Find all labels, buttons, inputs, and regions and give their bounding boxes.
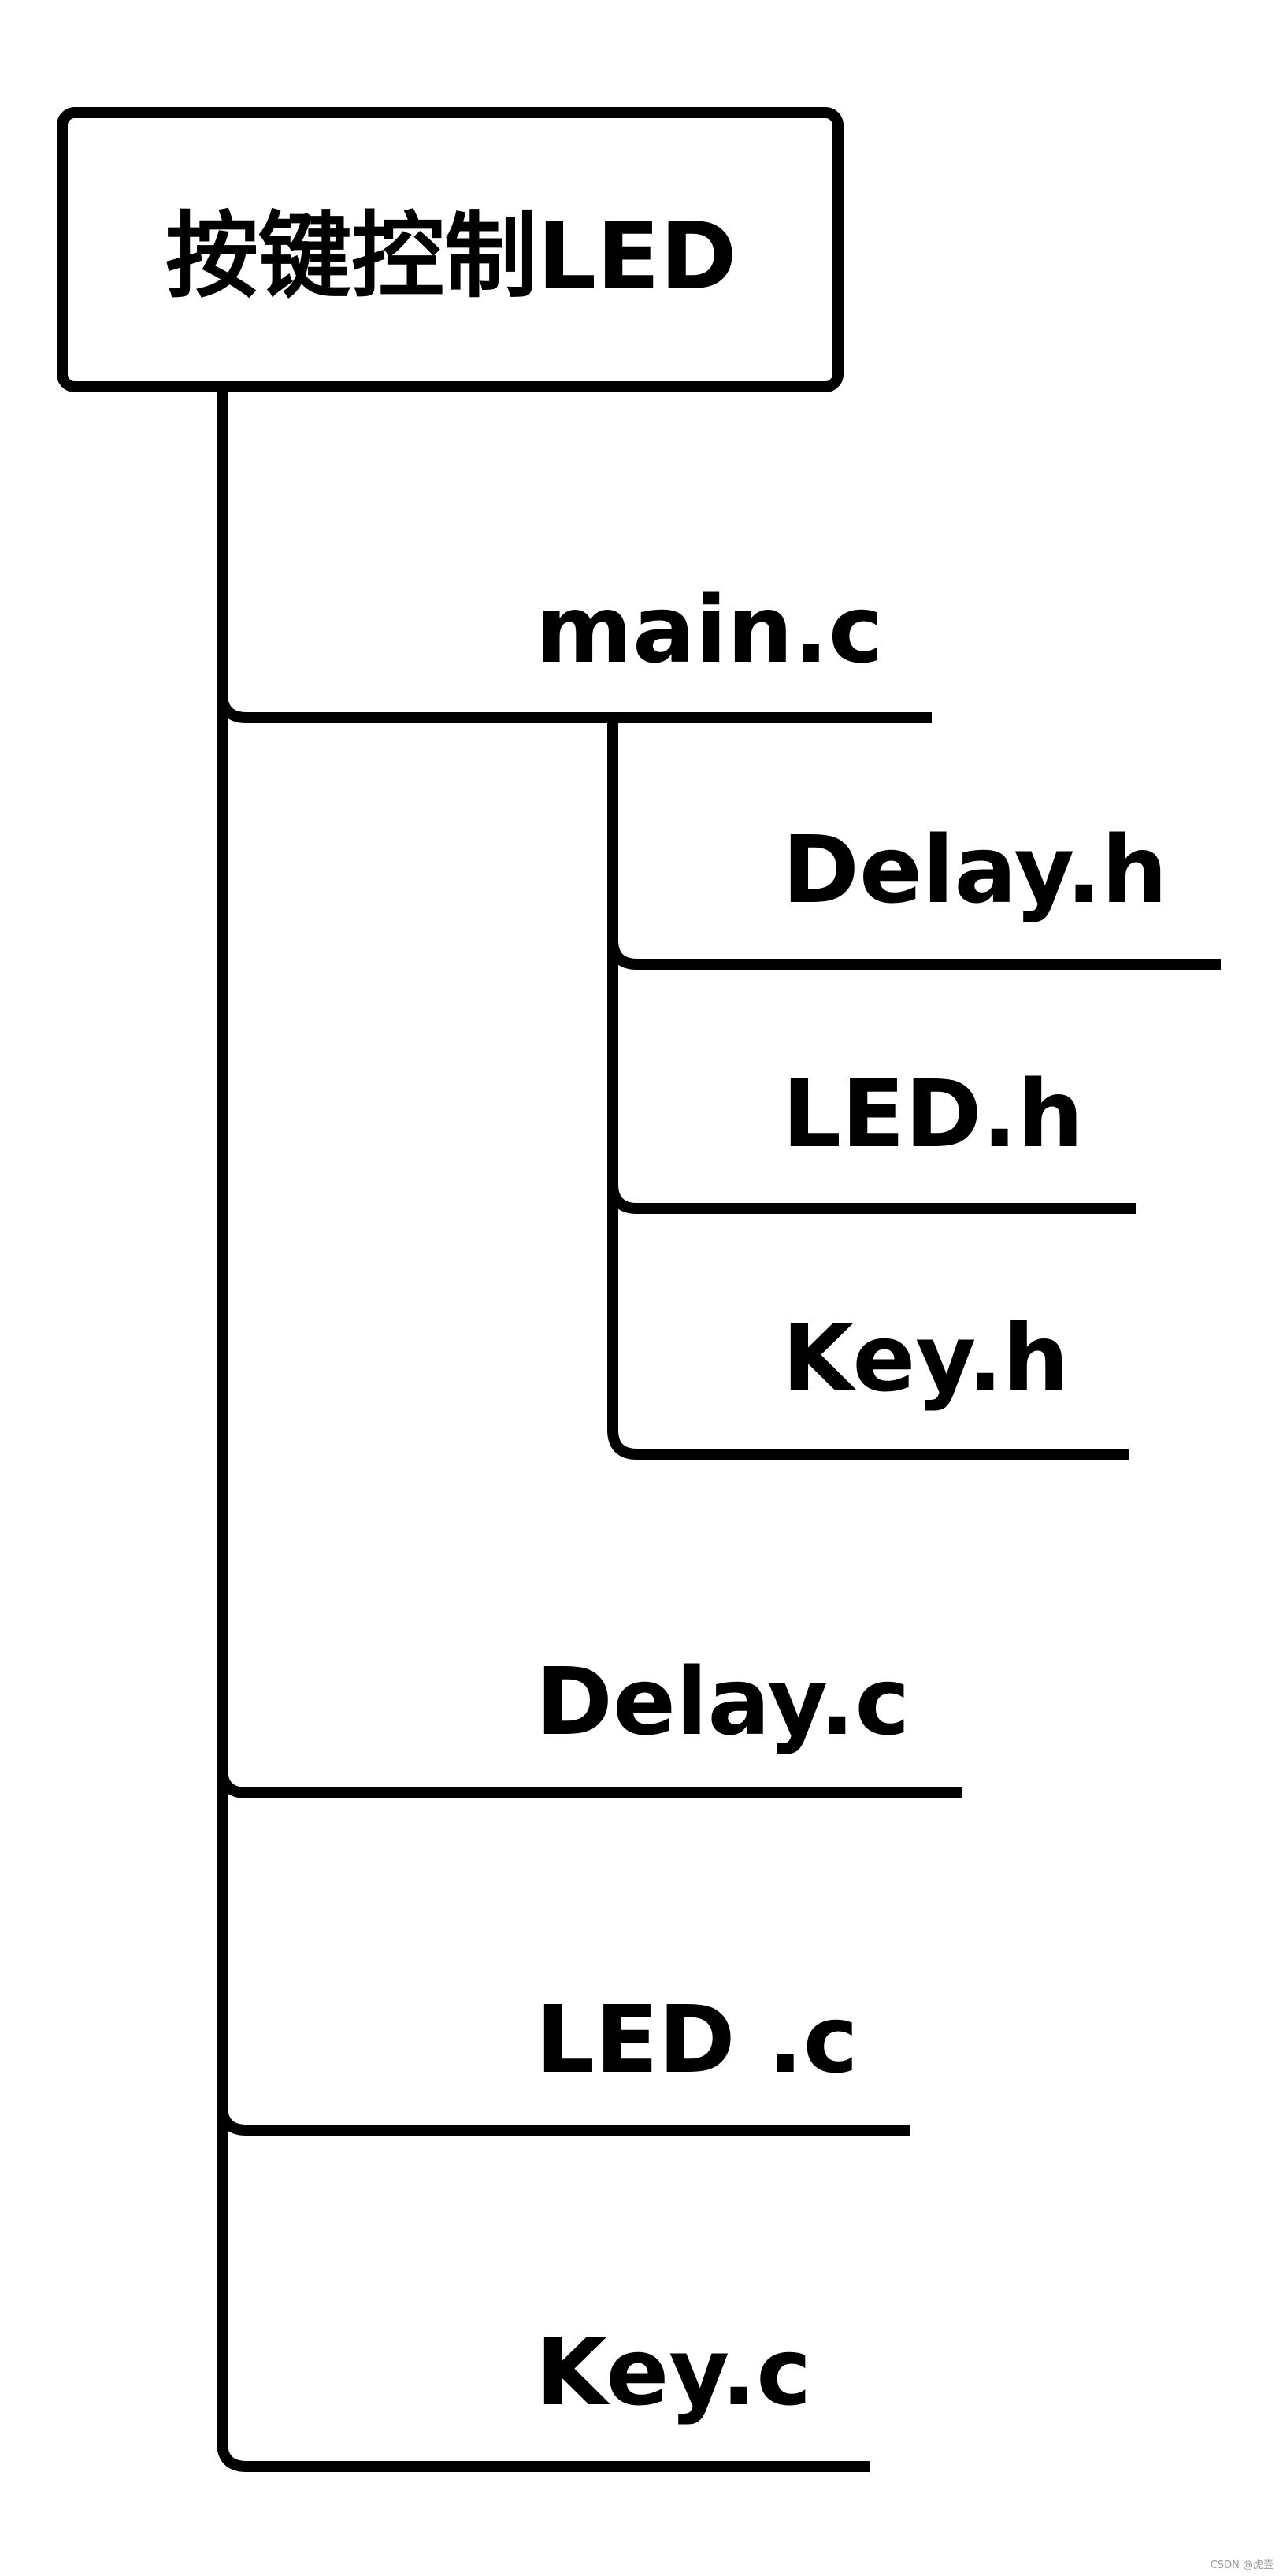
watermark-text: CSDN @虎壹 (1210, 2559, 1274, 2571)
root-label: 按键控制LED (165, 202, 737, 310)
branch-line-main-c (217, 692, 932, 723)
node-label-led-c: LED .c (536, 1985, 858, 2094)
node-label-key-c: Key.c (536, 2318, 811, 2426)
branch-line-led-h (607, 1183, 1136, 1214)
node-label-key-h: Key.h (782, 1304, 1069, 1412)
node-label-delay-c: Delay.c (536, 1647, 910, 1756)
branch-line-delay-h (607, 939, 1221, 970)
root-box (57, 107, 844, 392)
node-label-led-h: LED.h (782, 1060, 1084, 1168)
trunk-line (217, 387, 870, 2472)
node-label-main-c: main.c (536, 575, 884, 684)
branch-line-delay-c (217, 1768, 962, 1798)
sub-trunk-line (607, 718, 1129, 1460)
branch-line-led-c (217, 2105, 910, 2136)
node-label-delay-h: Delay.h (782, 815, 1167, 924)
